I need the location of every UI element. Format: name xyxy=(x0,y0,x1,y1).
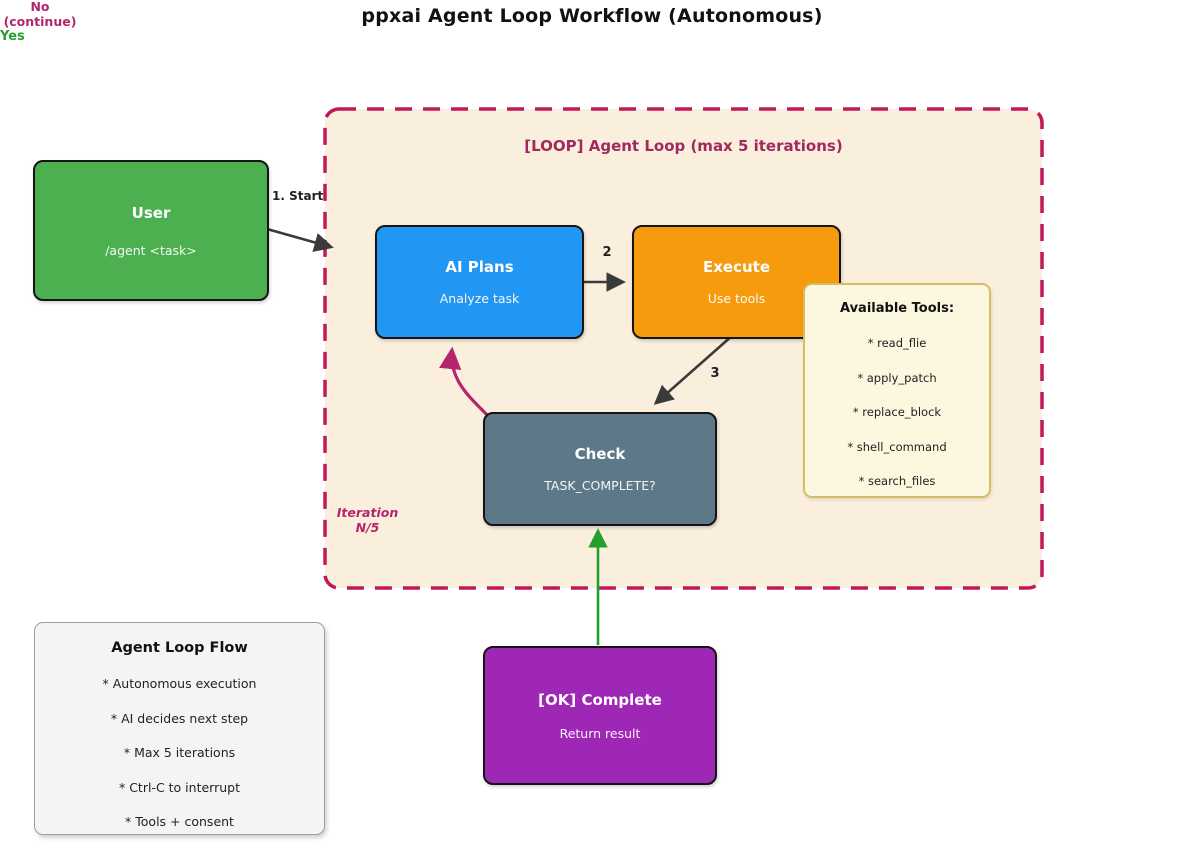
available-tools-list: * read_flie * apply_patch * replace_bloc… xyxy=(847,336,946,488)
arrow-no-loopback xyxy=(439,346,490,418)
edge-label-yes: Yes xyxy=(0,29,25,44)
node-check-title: Check xyxy=(574,445,626,463)
node-ai-plans-title: AI Plans xyxy=(445,258,514,276)
legend-item: * Ctrl-C to interrupt xyxy=(118,779,240,795)
available-tools-panel: Available Tools: * read_flie * apply_pat… xyxy=(803,283,991,498)
node-complete: [OK] Complete Return result xyxy=(483,646,717,785)
node-ai-plans-subtitle: Analyze task xyxy=(439,291,520,306)
legend-item: * AI decides next step xyxy=(110,710,249,726)
iteration-note-line1: Iteration xyxy=(336,505,399,520)
tool-item: * replace_block xyxy=(852,405,942,419)
arrow-step3 xyxy=(653,334,734,405)
page-title: ppxai Agent Loop Workflow (Autonomous) xyxy=(361,5,823,27)
tool-item: * read_flie xyxy=(867,336,927,350)
node-execute-title: Execute xyxy=(702,258,770,276)
iteration-counter-note: Iteration N/5 xyxy=(330,505,405,535)
node-user-title: User xyxy=(131,203,171,222)
available-tools-title: Available Tools: xyxy=(839,301,955,316)
tool-item: * search_files xyxy=(858,474,936,488)
agent-loop-flow-list: * Autonomous execution * AI decides next… xyxy=(103,676,257,829)
edge-label-no-continue: No (continue) xyxy=(0,0,80,29)
node-complete-title: [OK] Complete xyxy=(538,690,662,709)
node-user-subtitle: /agent <task> xyxy=(105,242,197,258)
node-ai-plans: AI Plans Analyze task xyxy=(375,225,584,339)
node-check: Check TASK_COMPLETE? xyxy=(483,412,717,526)
tool-item: * shell_command xyxy=(847,439,947,454)
node-check-subtitle: TASK_COMPLETE? xyxy=(544,478,656,493)
node-complete-subtitle: Return result xyxy=(559,725,641,741)
iteration-note-line2: N/5 xyxy=(355,520,380,535)
loop-container-label: [LOOP] Agent Loop (max 5 iterations) xyxy=(524,137,843,155)
legend-item: * Tools + consent xyxy=(125,814,234,829)
arrow-start xyxy=(266,227,334,252)
legend-item: * Autonomous execution xyxy=(102,676,257,691)
legend-item: * Max 5 iterations xyxy=(123,745,236,760)
edge-label-no-line2: (continue) xyxy=(3,13,77,29)
agent-loop-flow-panel: Agent Loop Flow * Autonomous execution *… xyxy=(34,622,325,835)
edge-label-start: 1. Start xyxy=(272,189,324,203)
tool-item: * apply_patch xyxy=(857,370,937,385)
node-user: User /agent <task> xyxy=(33,160,269,301)
edge-label-step2: 2 xyxy=(602,245,612,260)
edge-label-no-line1: No xyxy=(30,0,50,14)
agent-loop-flow-title: Agent Loop Flow xyxy=(111,640,248,656)
node-execute-subtitle: Use tools xyxy=(707,291,766,306)
edge-label-step3: 3 xyxy=(710,366,720,381)
